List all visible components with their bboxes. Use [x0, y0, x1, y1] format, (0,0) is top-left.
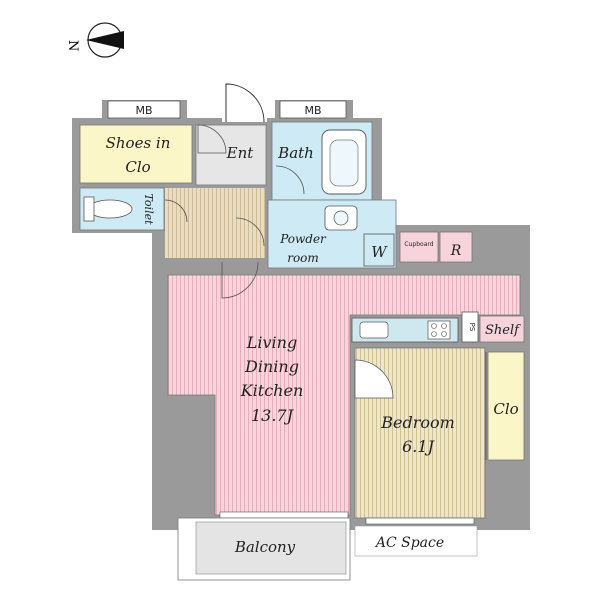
ldk-room: Living Dining Kitchen 13.7J: [167, 261, 521, 516]
fridge-label: R: [450, 243, 462, 259]
compass: N: [65, 22, 124, 58]
bedroom-size: 6.1J: [402, 437, 435, 456]
stove: [427, 320, 451, 340]
powder-label-2: room: [287, 251, 319, 265]
mb-right-room: MB: [279, 100, 347, 119]
mb-right-label: MB: [304, 104, 321, 117]
balcony-area: Balcony: [177, 517, 351, 581]
toilet-label: Toilet: [142, 193, 155, 225]
mb-left-room: MB: [107, 100, 181, 119]
ac-space-area: AC Space: [354, 525, 478, 557]
shoes-closet-label-1: Shoes in: [106, 134, 171, 152]
shelf-label: Shelf: [485, 323, 521, 338]
toilet-fixture: [87, 199, 133, 219]
ldk-label-2: Dining: [244, 357, 299, 376]
corridor: [165, 188, 265, 258]
entrance-door: [222, 82, 267, 123]
entrance-label: Ent: [226, 144, 255, 162]
bedroom-label: Bedroom: [380, 413, 455, 432]
mb-left-label: MB: [135, 104, 152, 117]
toilet-room: Toilet: [79, 187, 188, 231]
ps-label: PS: [468, 323, 476, 332]
kitchen-sink: [359, 321, 389, 339]
cupboard-label: Cupboard: [404, 241, 433, 248]
shoes-closet-label-2: Clo: [125, 158, 150, 176]
powder-label-1: Powder: [279, 232, 327, 246]
ac-space-label: AC Space: [374, 535, 444, 551]
shoes-closet-room: Shoes in Clo: [79, 124, 193, 184]
washer-space: [363, 233, 395, 267]
ps-shaft: PS: [461, 311, 479, 343]
north-label: N: [65, 40, 80, 51]
bath-room: Bath: [271, 121, 373, 201]
fridge-space: R: [439, 231, 473, 263]
balcony-label: Balcony: [234, 538, 296, 556]
shelf-unit: Shelf: [479, 315, 525, 343]
ldk-size: 13.7J: [251, 406, 295, 425]
wall-left-notch: [152, 385, 222, 515]
entrance-area: Ent: [195, 124, 267, 186]
ldk-label-3: Kitchen: [240, 381, 304, 400]
powder-room: Powder room W: [235, 199, 397, 269]
ldk-label-1: Living: [246, 333, 297, 352]
cupboard-unit: Cupboard: [399, 231, 439, 263]
compass-needle: [86, 31, 124, 49]
washer-label: W: [371, 243, 388, 261]
bedroom-closet: Clo: [485, 351, 525, 461]
kitchen-counter: [351, 317, 459, 343]
bath-label: Bath: [277, 144, 314, 162]
closet-label: Clo: [493, 400, 518, 418]
bedroom-room: Bedroom 6.1J: [354, 347, 486, 519]
